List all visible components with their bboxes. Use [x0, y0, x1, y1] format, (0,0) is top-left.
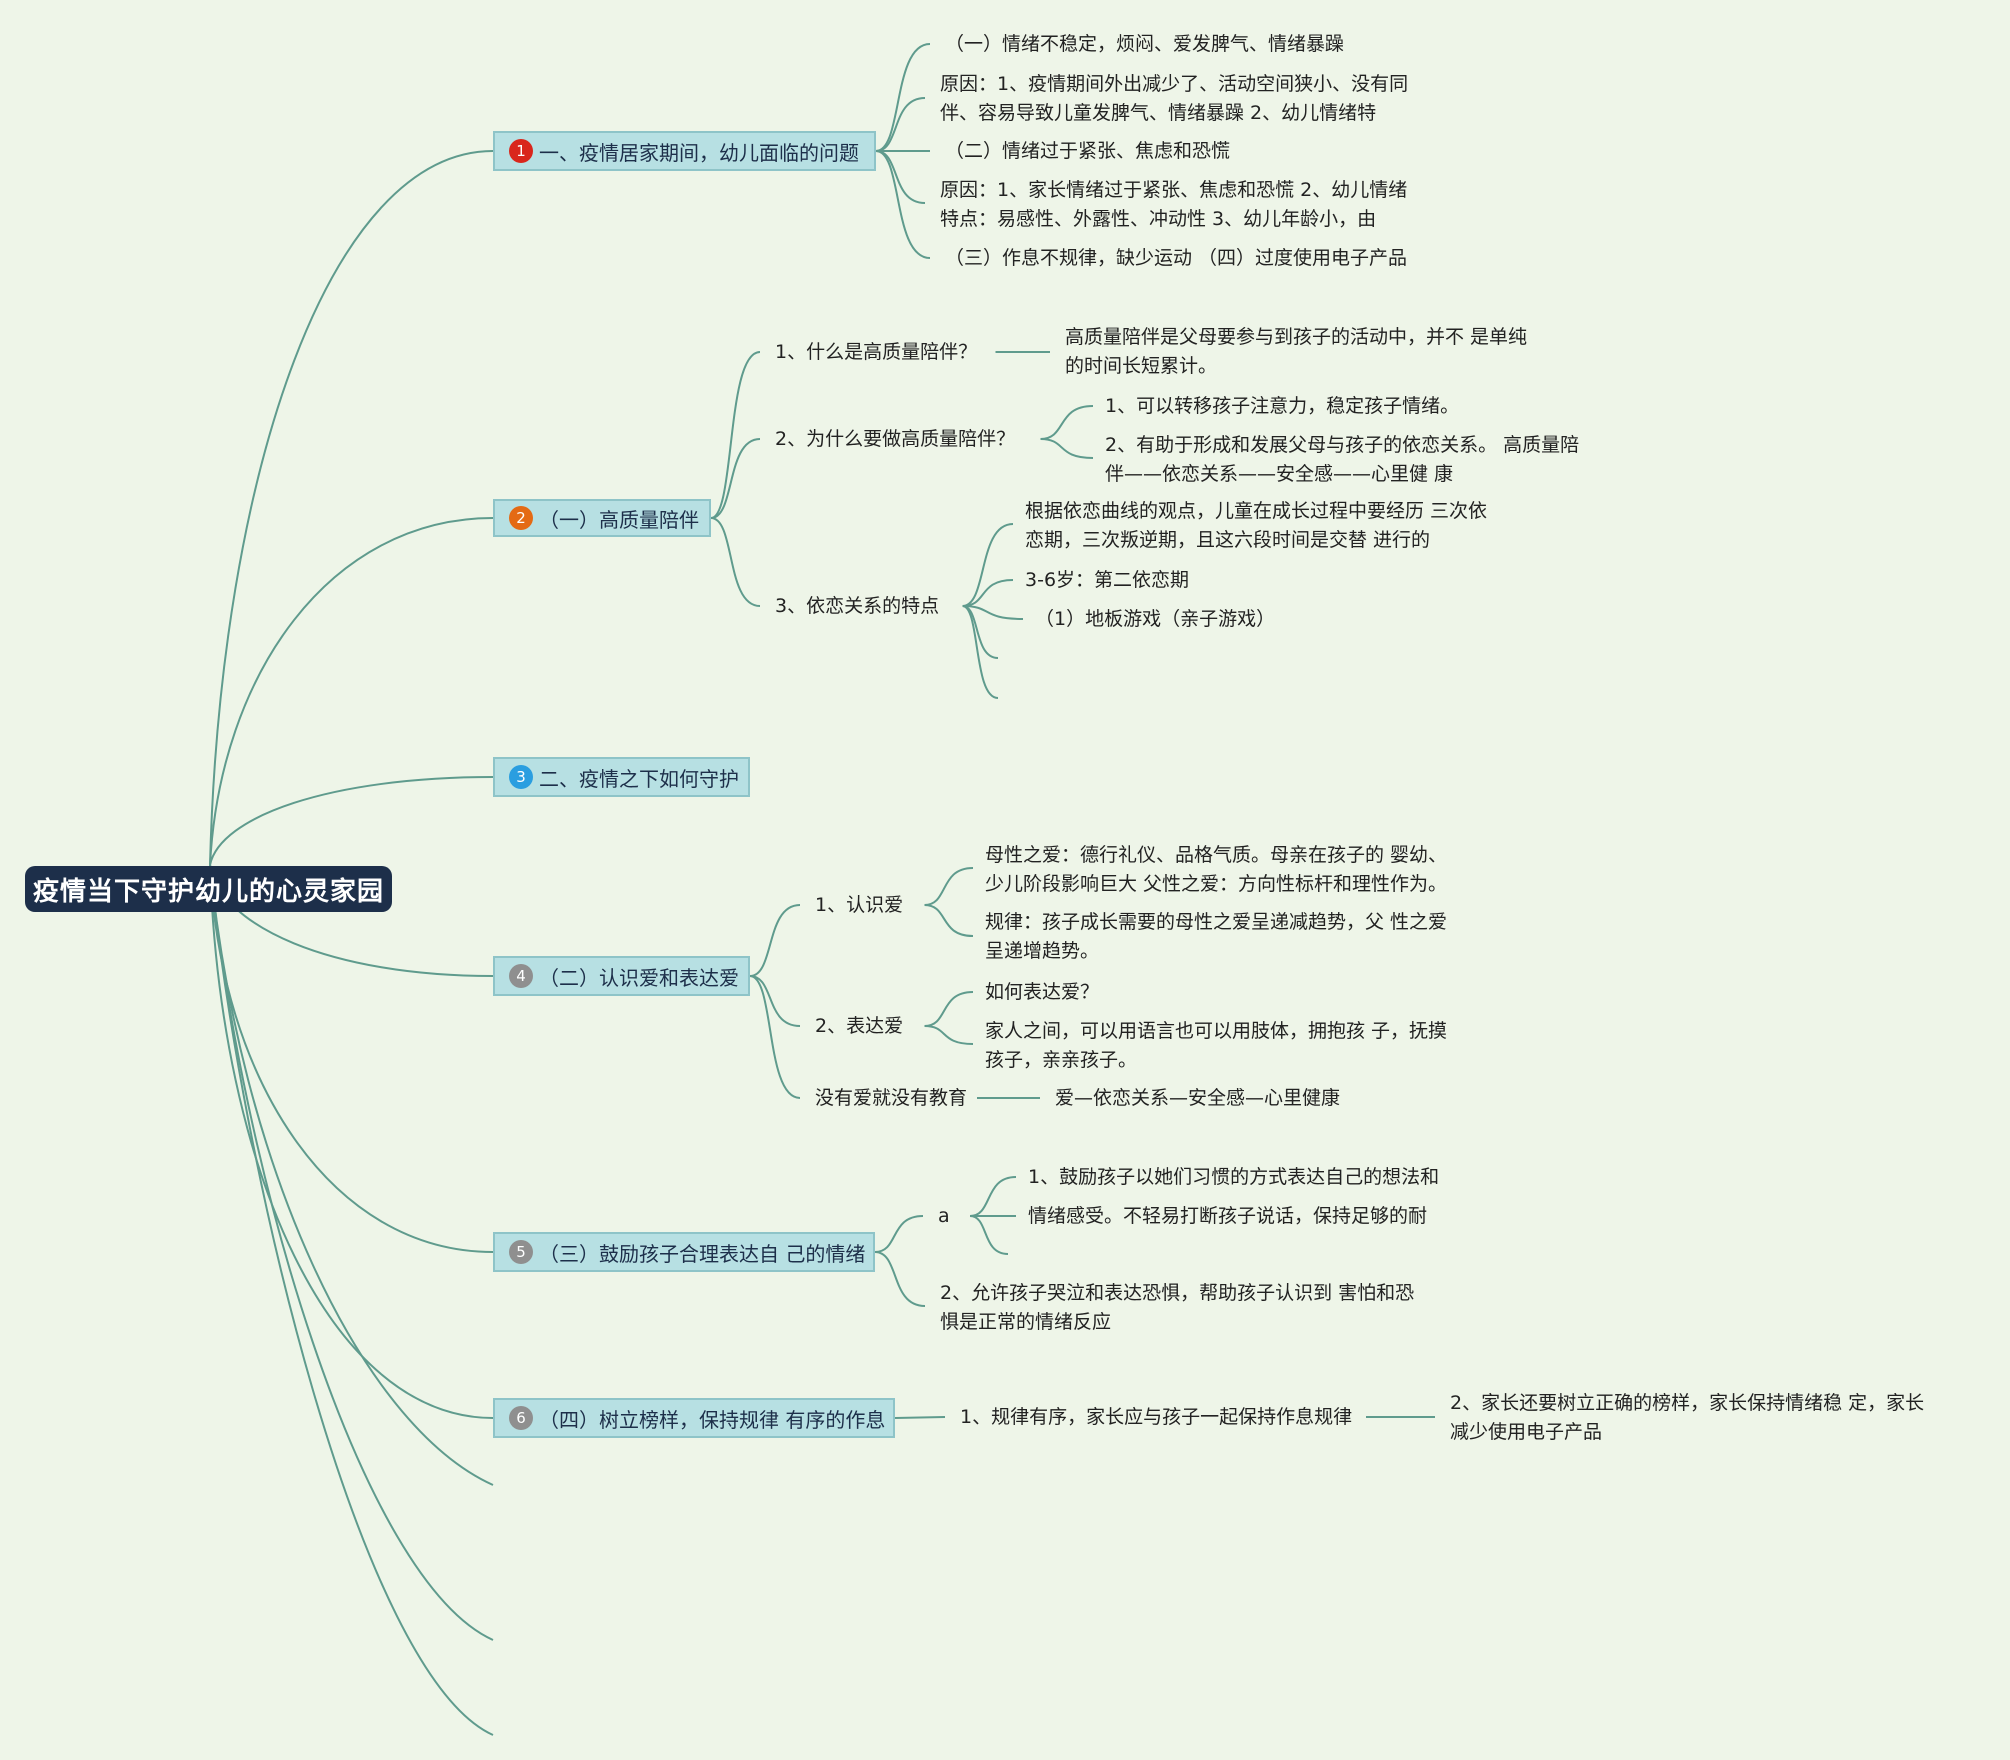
connector-line — [749, 975, 801, 1027]
connector-line — [1040, 405, 1094, 440]
child-topic[interactable]: 原因：1、家长情绪过于紧张、焦虑和恐慌 2、幼儿情绪 特点：易感性、外露性、冲动… — [940, 179, 1408, 230]
priority-badge-icon: 1 — [509, 139, 533, 163]
grandchild-topic[interactable]: 爱—依恋关系—安全感—心里健康 — [1055, 1087, 1341, 1109]
connector-line — [1040, 438, 1094, 459]
child-topic[interactable]: 2、允许孩子哭泣和表达恐惧，帮助孩子认识到 害怕和恐 惧是正常的情绪反应 — [940, 1282, 1415, 1333]
connector-line — [874, 1215, 924, 1253]
branch-topic-label: 一、疫情居家期间，幼儿面临的问题 — [539, 140, 859, 165]
connector-line — [924, 1025, 974, 1045]
priority-badge-icon: 5 — [509, 1240, 533, 1264]
root-topic-label: 疫情当下守护幼儿的心灵家园 — [32, 876, 384, 907]
grandchild-topic[interactable]: （1）地板游戏（亲子游戏） — [1035, 608, 1276, 630]
connector-line — [209, 864, 494, 1419]
branch-topic-5[interactable]: 5（三）鼓励孩子合理表达自 己的情绪 — [493, 1232, 875, 1272]
grandchild-topic[interactable]: 根据依恋曲线的观点，儿童在成长过程中要经历 三次依 恋期，三次叛逆期，且这六段时… — [1025, 500, 1488, 551]
connector-line — [962, 523, 1014, 607]
priority-badge-icon: 4 — [509, 964, 533, 988]
connector-line — [710, 438, 761, 519]
connector-line — [875, 97, 926, 152]
grandchild-topic[interactable]: 高质量陪伴是父母要参与到孩子的活动中，并不 是单纯 的时间长短累计。 — [1065, 326, 1528, 377]
priority-badge-icon: 3 — [509, 765, 533, 789]
grandchild-topic[interactable]: 2、家长还要树立正确的榜样，家长保持情绪稳 定，家长 减少使用电子产品 — [1450, 1392, 1925, 1443]
connector-line — [924, 991, 974, 1027]
child-topic[interactable]: 2、为什么要做高质量陪伴？ — [775, 428, 1016, 450]
branch-topic-4[interactable]: 4（二）认识爱和表达爱 — [493, 956, 750, 996]
branch-topic-6[interactable]: 6（四）树立榜样，保持规律 有序的作息 — [493, 1398, 895, 1438]
branch-topic-label: 二、疫情之下如何守护 — [539, 766, 739, 791]
connector-line — [874, 1251, 926, 1307]
child-topic[interactable]: a — [938, 1205, 950, 1227]
grandchild-topic[interactable]: 1、可以转移孩子注意力，稳定孩子情绪。 — [1105, 395, 1460, 417]
grandchild-topic[interactable]: 2、有助于形成和发展父母与孩子的依恋关系。 高质量陪 伴——依恋关系——安全感—… — [1105, 434, 1580, 485]
branch-topic-label: （四）树立榜样，保持规律 有序的作息 — [539, 1407, 886, 1432]
child-topic[interactable]: 1、认识爱 — [815, 894, 904, 916]
empty-topic[interactable] — [1020, 1244, 1040, 1264]
priority-badge-icon: 2 — [509, 506, 533, 530]
empty-topic[interactable] — [1010, 648, 1030, 668]
child-topic[interactable]: 没有爱就没有教育 — [815, 1087, 968, 1109]
child-topic[interactable]: 1、什么是高质量陪伴？ — [775, 341, 978, 363]
connector-line — [924, 904, 974, 937]
connector-line — [894, 1416, 946, 1419]
connector-line — [875, 150, 926, 204]
root-topic[interactable]: 疫情当下守护幼儿的心灵家园 — [25, 866, 392, 912]
connector-line — [209, 776, 494, 866]
child-topic[interactable]: 原因：1、疫情期间外出减少了、活动空间狭小、没有同 伴、容易导致儿童发脾气、情绪… — [940, 73, 1409, 124]
child-topic[interactable]: 1、规律有序，家长应与孩子一起保持作息规律 — [960, 1406, 1353, 1428]
connector-line — [209, 150, 494, 866]
branch-topic-label: （二）认识爱和表达爱 — [539, 965, 739, 990]
child-topic[interactable]: （一）情绪不稳定，烦闷、爱发脾气、情绪暴躁 — [945, 33, 1345, 55]
grandchild-topic[interactable]: 1、鼓励孩子以她们习惯的方式表达自己的想法和 — [1028, 1166, 1440, 1188]
empty-topic[interactable] — [1010, 688, 1030, 708]
connector-line — [209, 864, 494, 1736]
child-topic[interactable]: 2、表达爱 — [815, 1015, 904, 1037]
connector-line — [969, 1215, 1009, 1255]
branch-topic-label: （一）高质量陪伴 — [539, 507, 699, 532]
child-topic[interactable]: 3、依恋关系的特点 — [775, 595, 940, 617]
connector-line — [209, 517, 494, 866]
grandchild-topic[interactable]: 规律：孩子成长需要的母性之爱呈递减趋势，父 性之爱 呈递增趋势。 — [985, 911, 1448, 962]
grandchild-topic[interactable]: 家人之间，可以用语言也可以用肢体，拥抱孩 子，抚摸 孩子，亲亲孩子。 — [985, 1020, 1448, 1071]
branch-topic-label: （三）鼓励孩子合理表达自 己的情绪 — [539, 1241, 866, 1266]
connector-line — [710, 517, 761, 607]
connector-line — [209, 864, 494, 1253]
connector-line — [710, 351, 761, 519]
connector-line — [209, 864, 494, 1641]
connector-line — [875, 150, 931, 259]
grandchild-topic[interactable]: 如何表达爱？ — [985, 981, 1100, 1003]
connector-line — [749, 904, 801, 977]
priority-badge-icon: 6 — [509, 1406, 533, 1430]
connector-line — [962, 605, 1024, 620]
connector-line — [924, 867, 974, 906]
connector-line — [962, 605, 999, 699]
child-topic[interactable]: （三）作息不规律，缺少运动 （四）过度使用电子产品 — [945, 247, 1408, 269]
connector-line — [749, 975, 801, 1099]
connector-line — [875, 43, 931, 152]
child-topic[interactable]: （二）情绪过于紧张、焦虑和恐慌 — [945, 140, 1231, 162]
connector-line — [209, 864, 494, 1486]
grandchild-topic[interactable]: 情绪感受。不轻易打断孩子说话，保持足够的耐 — [1028, 1205, 1428, 1227]
connector-line — [969, 1176, 1017, 1217]
grandchild-topic[interactable]: 母性之爱：德行礼仪、品格气质。母亲在孩子的 婴幼、 少儿阶段影响巨大 父性之爱：… — [985, 844, 1448, 895]
branch-topic-2[interactable]: 2（一）高质量陪伴 — [493, 499, 711, 537]
grandchild-topic[interactable]: 3-6岁：第二依恋期 — [1025, 569, 1190, 591]
